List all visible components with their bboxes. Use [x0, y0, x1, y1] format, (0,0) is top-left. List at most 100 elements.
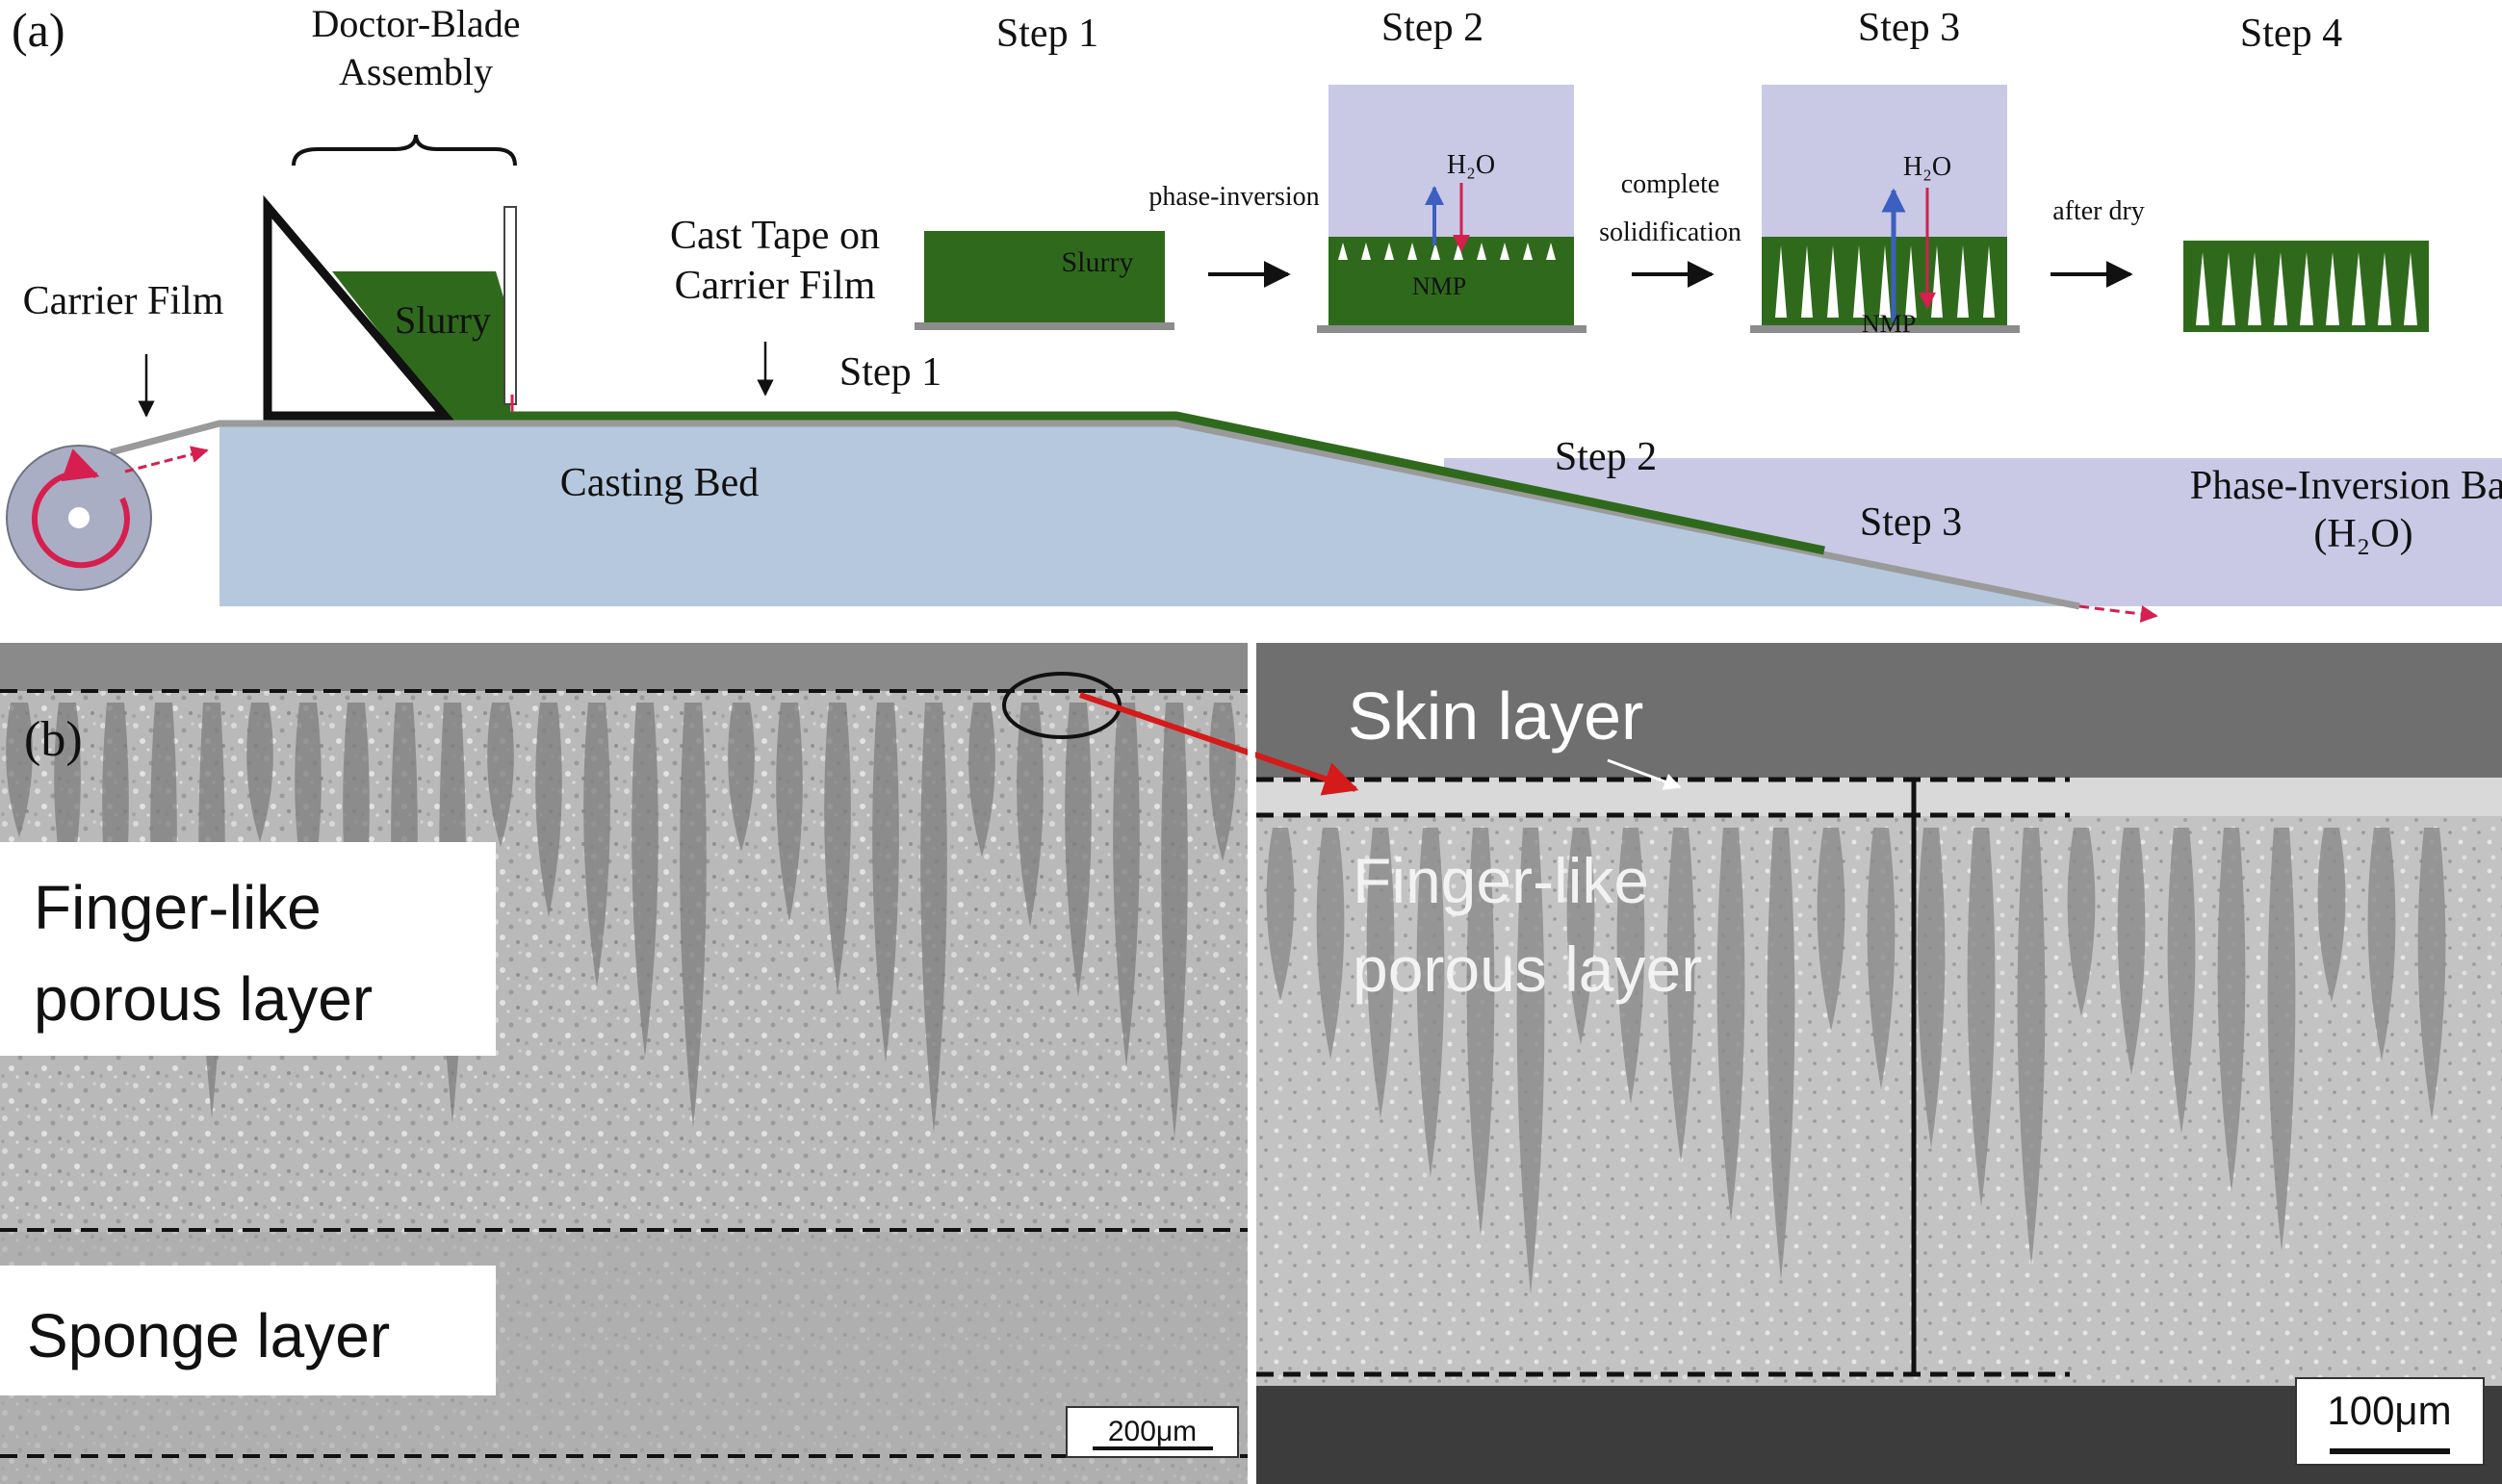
step3-pore [1853, 245, 1865, 318]
doctor-blade-gate [503, 206, 517, 405]
step3-pores [1775, 245, 1995, 318]
zoom-connector-arrow [1079, 692, 1359, 796]
left-finger-void [246, 703, 273, 842]
solidification-label-line1: complete [1621, 169, 1720, 199]
left-finger-void [968, 703, 995, 857]
step2-box: H₂O NMP [1317, 85, 1586, 333]
solidification-label-line2: solidification [1599, 217, 1741, 247]
step3-pore [1983, 245, 1995, 318]
right-finger-void [2217, 828, 2246, 1192]
cast-tape-label-line2: Carrier Film [675, 264, 876, 308]
right-finger-void [2117, 828, 2146, 1075]
step3-h2o-label: H₂O [1903, 152, 1951, 182]
step4-pore [2378, 252, 2391, 325]
step2-pore [1523, 243, 1533, 260]
cast-tape-label-line1: Cast Tape on [670, 214, 880, 258]
step1-box: Slurry [915, 231, 1174, 330]
after-dry-label: after dry [2052, 196, 2145, 226]
right-finger-void [2417, 828, 2446, 1119]
step4-pore [2196, 252, 2209, 325]
panel-b: Finger-like porous layer Sponge layer 20… [0, 643, 2502, 1484]
left-finger-void [776, 703, 803, 922]
left-finger-void [1113, 703, 1140, 1067]
left-finger-void [872, 703, 899, 1062]
bed-step1-label: Step 1 [839, 350, 941, 395]
step3-box: H₂O NMP [1750, 85, 2020, 338]
phase-inversion-label: phase-inversion [1148, 182, 1319, 212]
sem-left-top-band [0, 643, 1251, 691]
right-finger-void [1316, 828, 1345, 1060]
step2-nmp-label: NMP [1412, 272, 1466, 300]
step1-slurry-label: Slurry [1062, 246, 1134, 278]
step3-substrate [1750, 325, 2020, 333]
roller [6, 445, 209, 591]
step4-box [2183, 241, 2429, 332]
right-finger-void [2367, 828, 2396, 1061]
right-finger-void [1917, 828, 1946, 1148]
step3-water [1762, 85, 2007, 237]
casting-bed [219, 423, 2079, 606]
left-finger-void [1161, 703, 1188, 1138]
left-finger-void [1065, 703, 1092, 997]
step2-pore [1546, 243, 1556, 260]
sem-left-image: Finger-like porous layer Sponge layer 20… [0, 643, 1251, 1484]
roller-hub [68, 507, 90, 528]
right-finger-void [2317, 828, 2346, 1002]
bath-label-line1: Phase-Inversion Bath [2190, 464, 2502, 508]
step2-h2o-label: H₂O [1447, 150, 1495, 180]
left-finger-label-line2: porous layer [34, 964, 373, 1034]
right-finger-void [1416, 828, 1445, 1177]
right-finger-label-line1: Finger-like [1353, 845, 1649, 916]
left-finger-void [728, 703, 755, 852]
step3-title: Step 3 [1858, 6, 1960, 50]
slurry-reservoir [332, 271, 510, 416]
step4-pore [2248, 252, 2261, 325]
left-finger-label-box [0, 842, 496, 1056]
step2-slurry [1328, 237, 1574, 325]
step2-pore [1384, 243, 1394, 260]
step2-water [1328, 85, 1574, 237]
casting-bed-label: Casting Bed [560, 461, 760, 505]
assembly-brace [292, 134, 517, 166]
step4-pore [2274, 252, 2287, 325]
step2-pore [1361, 243, 1371, 260]
film-feed-arrow [124, 446, 209, 473]
bed-step2-label: Step 2 [1555, 435, 1657, 479]
step1-substrate [915, 322, 1174, 330]
left-finger-void [535, 703, 562, 917]
step4-pore [2404, 252, 2417, 325]
right-finger-void [2017, 828, 2046, 1266]
sem-right-skin-band [1256, 778, 2502, 816]
right-finger-void [1516, 828, 1545, 1294]
right-finger-void [1867, 828, 1896, 1089]
step4-title: Step 4 [2240, 12, 2342, 56]
right-finger-void [1466, 828, 1495, 1236]
step3-pore [1775, 245, 1787, 318]
right-finger-void [2167, 828, 2196, 1134]
skin-label-pointer [1607, 758, 1682, 790]
doctor-blade-assembly: Doctor-Blade Assembly Slurry [263, 2, 520, 421]
step3-pore [1801, 245, 1813, 318]
panel-a-label: (a) [12, 3, 65, 57]
step1-slurry-block [924, 231, 1165, 322]
carrier-film-label: Carrier Film [23, 279, 224, 323]
film-exit-arrow [2078, 604, 2158, 623]
left-finger-void [920, 703, 947, 1133]
step3-pore [1827, 245, 1839, 318]
bed-step3-label: Step 3 [1860, 500, 1962, 545]
left-scale-label: 200μm [1108, 1416, 1197, 1447]
doctor-blade-wedge [263, 194, 454, 421]
left-finger-label-line1: Finger-like [34, 873, 322, 942]
left-sponge-label: Sponge layer [27, 1301, 390, 1370]
left-finger-void [487, 703, 514, 847]
assembly-label: Assembly [339, 50, 493, 93]
right-finger-void [1767, 828, 1795, 1280]
step2-pore [1431, 243, 1440, 260]
left-finger-void [680, 703, 707, 1128]
step2-pore [1338, 243, 1348, 260]
right-skin-label: Skin layer [1348, 678, 1643, 754]
left-finger-void [824, 703, 851, 992]
right-finger-void [1266, 828, 1295, 1001]
